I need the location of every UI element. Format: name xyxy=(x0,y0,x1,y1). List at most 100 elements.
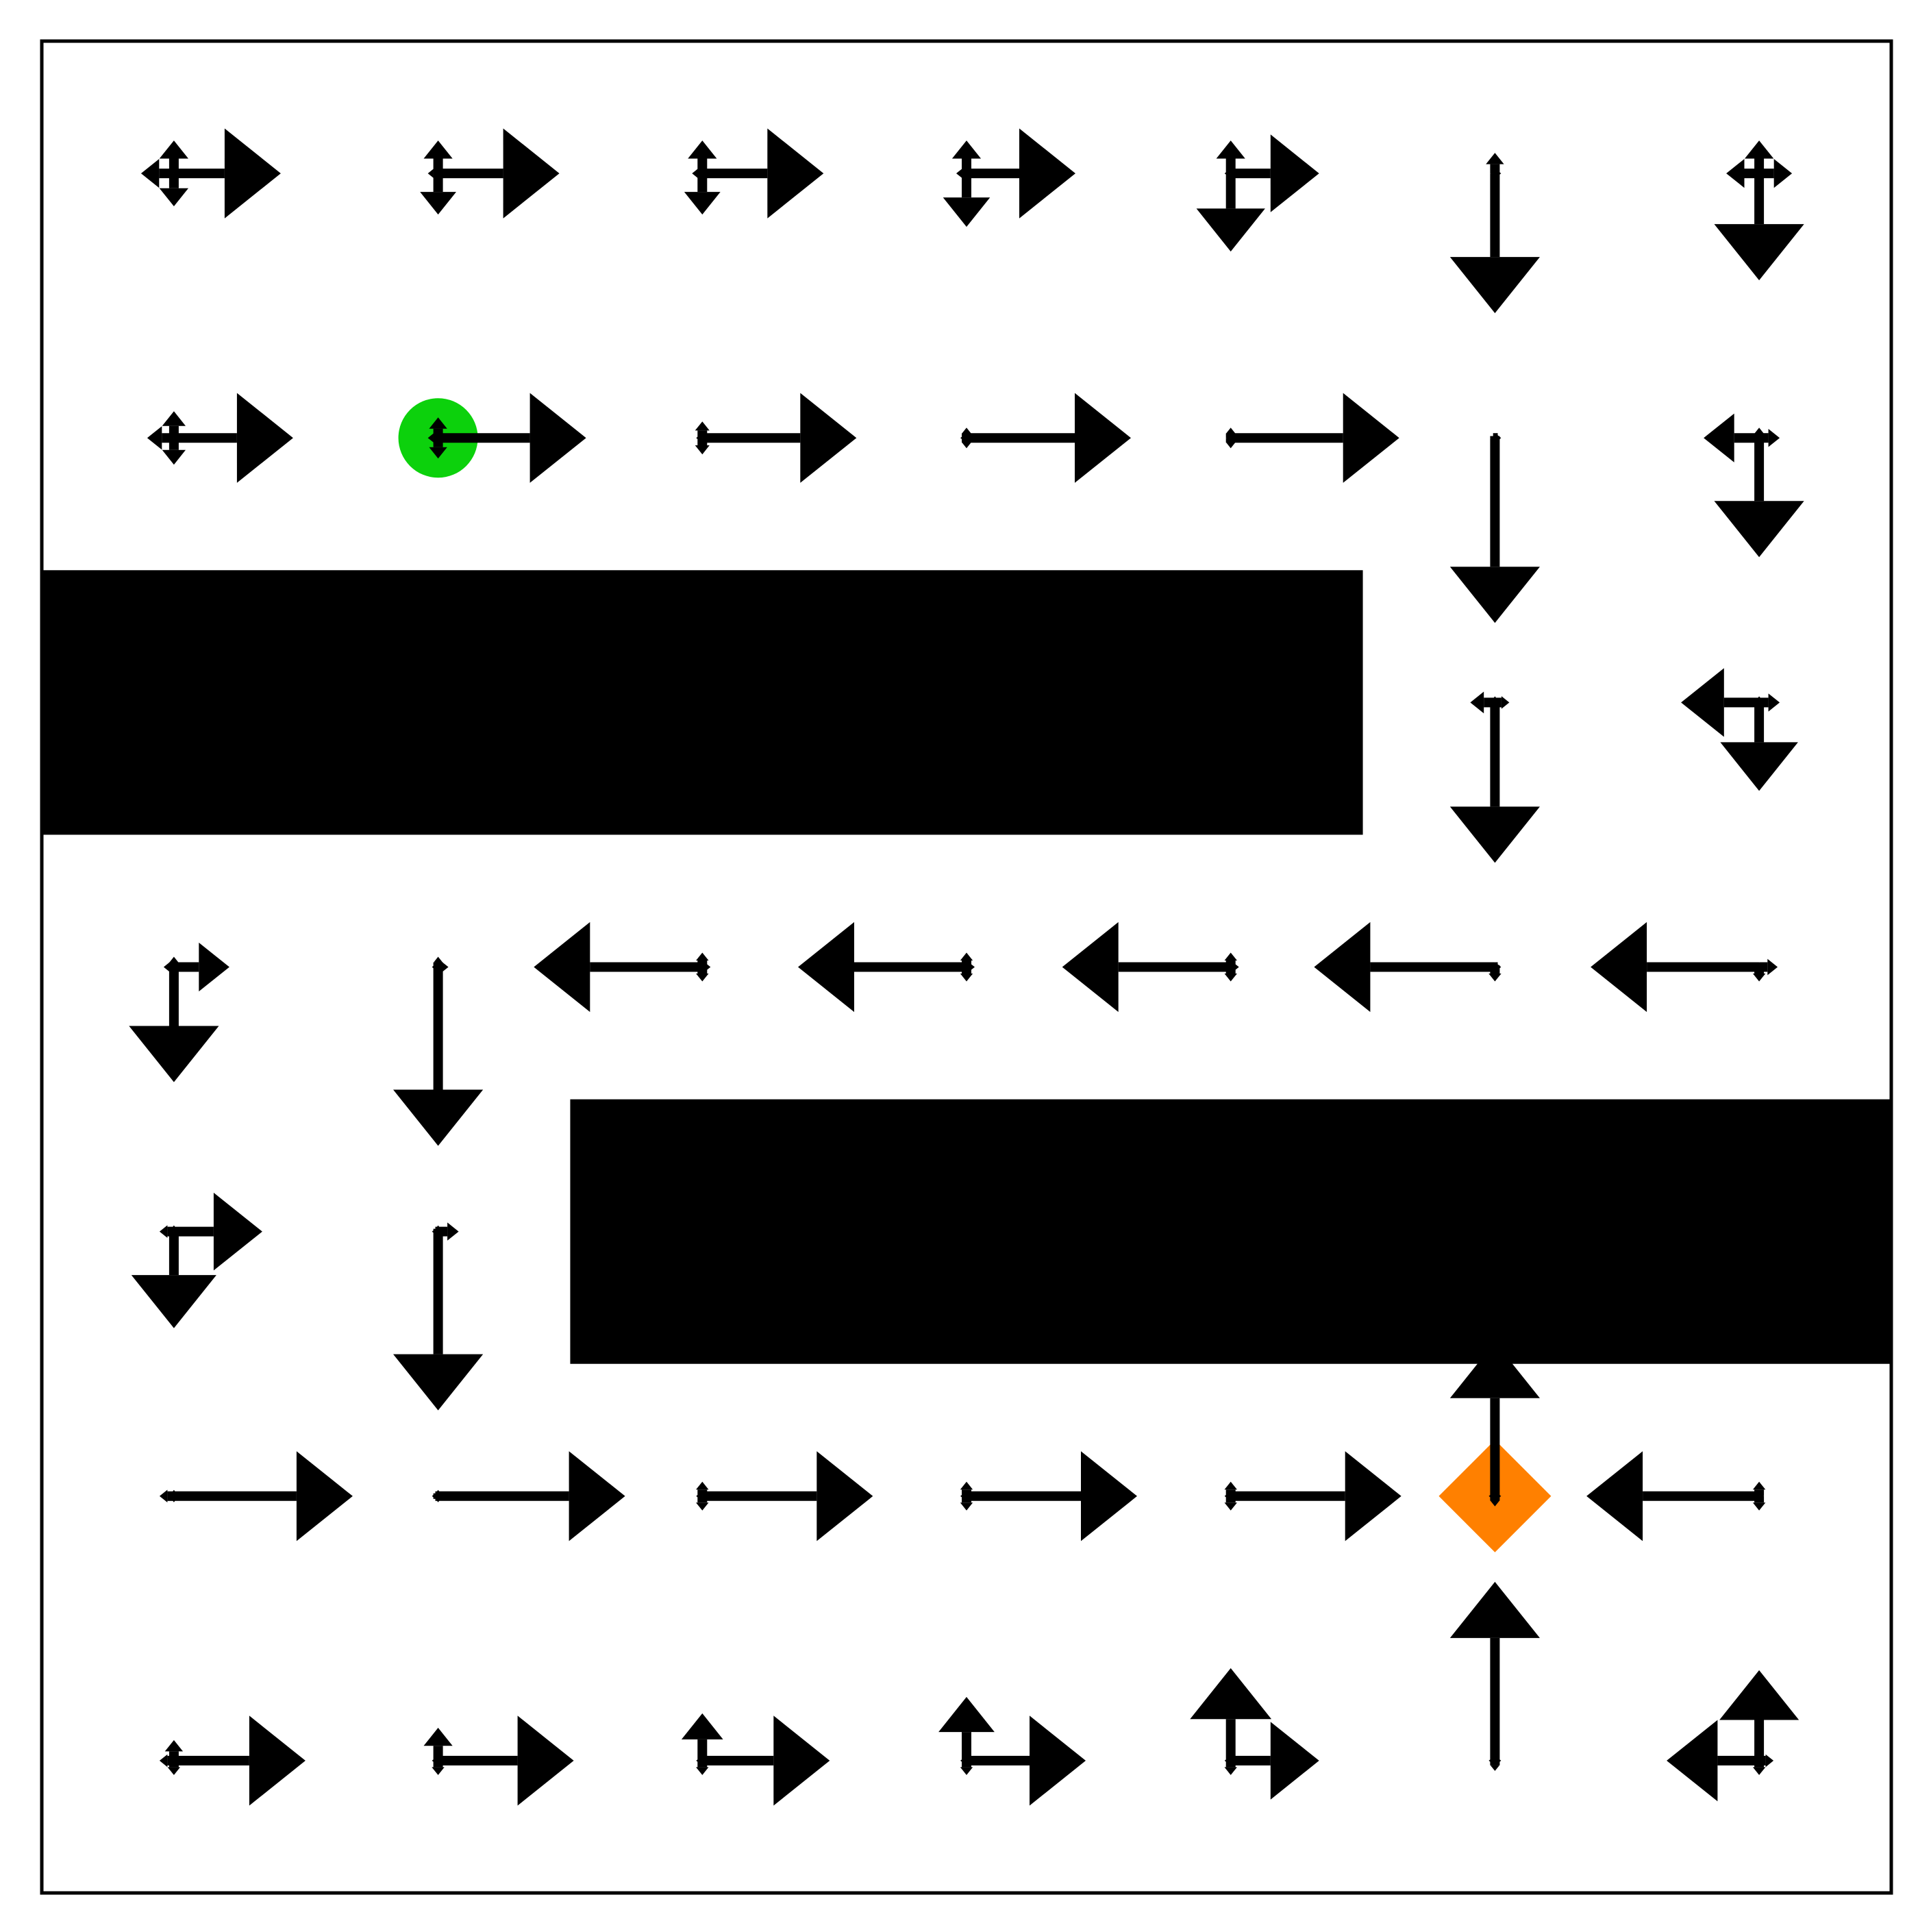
arrow-shaft-right-r5-c6 xyxy=(1759,1491,1761,1501)
arrow-shaft-right-r0-c1 xyxy=(438,169,503,179)
arrow-right-r0-c5 xyxy=(1497,171,1502,176)
arrow-shaft-right-r1-c4 xyxy=(1230,433,1343,443)
arrow-right-r4-c1 xyxy=(447,1222,459,1241)
arrow-shaft-down-r1-c5 xyxy=(1490,438,1500,567)
arrow-shaft-left-r0-c5 xyxy=(1493,169,1495,179)
arrow-right-r3-c4 xyxy=(1234,963,1239,971)
cell-arrows-r3-c3 xyxy=(798,921,975,1013)
cell-arrows-r4-c1 xyxy=(393,1222,484,1411)
cell-arrows-r6-c2 xyxy=(681,1713,830,1806)
arrow-down-r6-c6 xyxy=(1752,1767,1766,1775)
arrow-left-r3-c2 xyxy=(534,921,590,1013)
arrow-up-r5-c2 xyxy=(696,1481,709,1490)
arrow-down-r1-c6 xyxy=(1714,501,1804,558)
arrow-up-r1-c1 xyxy=(429,417,447,429)
arrow-shaft-down-r4-c1 xyxy=(433,1231,443,1354)
arrow-down-r4-c0 xyxy=(131,1275,216,1328)
walls-layer xyxy=(42,570,1891,1364)
cell-arrows-r1-c2 xyxy=(695,393,857,483)
arrow-left-r6-c3 xyxy=(960,1758,964,1763)
arrow-shaft-left-r5-c4 xyxy=(1228,1491,1231,1501)
arrow-left-r4-c0 xyxy=(159,1225,168,1238)
arrow-down-r3-c1 xyxy=(393,1089,484,1146)
arrow-right-r0-c0 xyxy=(224,128,281,219)
arrow-down-r1-c2 xyxy=(695,445,710,455)
arrow-shaft-left-r6-c5 xyxy=(1492,1755,1495,1766)
arrow-right-r5-c4 xyxy=(1345,1451,1401,1541)
arrow-shaft-left-r3-c1 xyxy=(435,962,438,972)
arrow-right-r6-c5 xyxy=(1497,1758,1502,1763)
arrow-up-r1-c0 xyxy=(162,411,186,426)
arrow-shaft-right-r1-c0 xyxy=(173,433,237,443)
arrow-left-r2-c6 xyxy=(1681,668,1724,737)
cell-arrows-r0-c3 xyxy=(943,128,1075,227)
arrow-left-r1-c3 xyxy=(960,435,964,441)
arrow-right-r1-c2 xyxy=(800,393,857,483)
arrow-shaft-left-r0-c3 xyxy=(962,169,967,179)
arrow-down-r0-c5 xyxy=(1449,257,1540,314)
arrow-right-r6-c1 xyxy=(517,1716,574,1806)
arrow-down-r1-c1 xyxy=(429,447,447,459)
arrow-shaft-right-r4-c0 xyxy=(173,1226,214,1237)
arrow-down-r0-c3 xyxy=(943,197,991,227)
cell-arrows-r5-c3 xyxy=(960,1451,1137,1541)
cell-arrows-r6-c3 xyxy=(938,1696,1086,1806)
arrow-right-r6-c3 xyxy=(1030,1716,1086,1806)
arrow-shaft-left-r0-c1 xyxy=(433,169,438,179)
arrow-shaft-right-r5-c5 xyxy=(1495,1491,1498,1501)
arrow-shaft-up-r5-c5 xyxy=(1490,1398,1500,1496)
arrow-down-r0-c1 xyxy=(420,192,456,215)
cell-arrows-r0-c2 xyxy=(684,128,824,219)
arrow-shaft-right-r1-c1 xyxy=(438,433,530,443)
arrow-right-r0-c2 xyxy=(767,128,824,219)
cell-arrows-r1-c6 xyxy=(1704,413,1804,558)
arrow-left-r3-c6 xyxy=(1591,921,1647,1013)
arrow-shaft-right-r6-c4 xyxy=(1230,1755,1271,1766)
arrow-shaft-left-r5-c6 xyxy=(1643,1491,1760,1501)
arrow-shaft-left-r1-c3 xyxy=(964,433,967,443)
arrow-down-r1-c3 xyxy=(962,443,971,449)
arrow-right-r0-c3 xyxy=(1019,128,1075,219)
arrow-shaft-left-r6-c2 xyxy=(699,1755,703,1766)
arrow-shaft-right-r3-c5 xyxy=(1495,962,1498,972)
arrow-shaft-right-r1-c6 xyxy=(1759,433,1769,443)
arrow-up-r3-c2 xyxy=(696,952,709,961)
arrow-shaft-left-r1-c0 xyxy=(162,433,174,443)
arrow-shaft-up-r6-c3 xyxy=(962,1732,971,1761)
arrow-left-r5-c5 xyxy=(1488,1493,1493,1499)
arrow-up-r3-c1 xyxy=(434,956,443,963)
arrow-left-r6-c4 xyxy=(1224,1758,1228,1763)
cell-arrows-r3-c0 xyxy=(129,942,229,1082)
cell-arrows-r1-c3 xyxy=(960,393,1131,483)
cell-arrows-r0-c6 xyxy=(1714,140,1804,281)
arrow-shaft-right-r5-c2 xyxy=(702,1491,817,1501)
arrow-up-r0-c5 xyxy=(1486,153,1504,164)
arrow-shaft-left-r1-c6 xyxy=(1734,433,1760,443)
arrow-left-r5-c4 xyxy=(1224,1493,1228,1499)
cell-arrows-r1-c5 xyxy=(1449,433,1540,623)
arrow-right-r1-c4 xyxy=(1343,393,1399,483)
arrow-shaft-right-r0-c0 xyxy=(173,169,225,179)
arrow-left-r6-c5 xyxy=(1488,1758,1493,1763)
arrow-up-r6-c4 xyxy=(1190,1668,1272,1720)
arrow-shaft-right-r6-c6 xyxy=(1759,1755,1766,1766)
arrow-right-r1-c3 xyxy=(1075,393,1131,483)
arrow-up-r6-c5 xyxy=(1449,1581,1540,1638)
arrow-right-r5-c3 xyxy=(1081,1451,1137,1541)
cell-arrows-r6-c1 xyxy=(423,1716,574,1806)
cell-arrows-r5-c2 xyxy=(696,1451,873,1541)
cell-arrows-r0-c4 xyxy=(1196,134,1319,252)
arrow-shaft-left-r0-c2 xyxy=(697,169,703,179)
arrow-right-r0-c4 xyxy=(1270,134,1319,212)
cell-arrows-r3-c1 xyxy=(393,956,484,1146)
arrow-shaft-right-r6-c2 xyxy=(702,1755,774,1766)
arrow-left-r1-c2 xyxy=(696,435,700,441)
arrow-left-r3-c3 xyxy=(798,921,854,1013)
arrow-up-r6-c6 xyxy=(1719,1670,1799,1720)
arrow-up-r3-c4 xyxy=(1224,952,1237,961)
arrow-up-r0-c2 xyxy=(688,140,717,159)
arrow-shaft-left-r3-c5 xyxy=(1370,962,1495,972)
arrow-left-r5-c3 xyxy=(960,1493,964,1499)
cell-arrows-r6-c4 xyxy=(1190,1668,1319,1800)
